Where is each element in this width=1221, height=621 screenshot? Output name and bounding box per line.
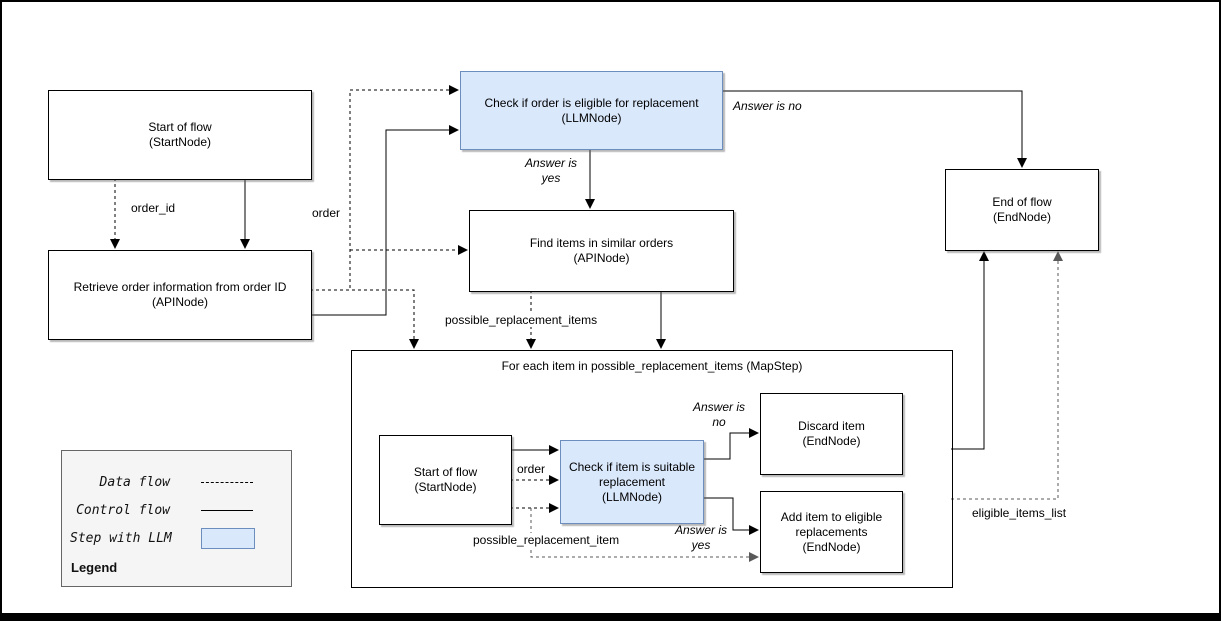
node-add-item-eligible: Add item to eligible replacements (EndNo… (760, 491, 903, 573)
edge-label-order-id: order_id (129, 201, 178, 215)
edge-label-eligible-items-list: eligible_items_list (970, 506, 1069, 520)
edge-label-answer-is-yes-outer: Answer is yes (524, 156, 577, 185)
node-inner-start-of-flow: Start of flow (StartNode) (379, 435, 512, 525)
data-flow-edges (110, 85, 559, 513)
legend-label-data-flow: Data flow (99, 475, 170, 490)
legend-sample-dashed-line (201, 482, 253, 483)
node-find-items-similar-orders: Find items in similar orders (APINode) (469, 210, 734, 292)
edge-label-possible-replacement-items: possible_replacement_items (443, 313, 600, 327)
node-check-order-eligible-llm: Check if order is eligible for replaceme… (460, 71, 723, 150)
node-discard-item: Discard item (EndNode) (760, 393, 903, 475)
node-label: Check if order is eligible for replaceme… (484, 95, 699, 125)
legend-sample-solid-line (201, 510, 253, 511)
edge-label-possible-replacement-item: possible_replacement_item (471, 533, 622, 547)
node-label: Retrieve order information from order ID… (73, 280, 287, 309)
data-flow-edges-gray (530, 251, 1063, 562)
node-retrieve-order-info: Retrieve order information from order ID… (48, 250, 312, 340)
edge-mapstep-to-endflow-control (951, 251, 989, 450)
legend-sample-llm-box (201, 528, 255, 549)
legend-label-control-flow: Control flow (76, 503, 170, 518)
node-label: End of flow (EndNode) (992, 195, 1052, 224)
control-flow-edges (240, 90, 1027, 535)
edge-inner-item-to-additem-data (530, 508, 759, 562)
edge-order-to-mapstep-data (310, 289, 419, 349)
edge-checkitem-to-additem-answer-yes (702, 497, 759, 535)
legend-title: Legend (71, 560, 118, 575)
edge-label-answer-is-no-inner: Answer is no (692, 400, 745, 429)
node-check-item-suitable-llm: Check if item is suitable replacement (L… (560, 440, 704, 524)
edge-eligible-items-list-data (951, 251, 1063, 500)
edge-label-inner-order: order (515, 462, 548, 476)
edge-retrieve-to-checkorder-control (310, 125, 459, 316)
node-label: Start of flow (StartNode) (413, 465, 478, 494)
edge-checkitem-to-discard-answer-no (702, 428, 759, 460)
mapstep-title: For each item in possible_replacement_it… (501, 359, 803, 373)
edge-checkorder-to-endflow-answer-no (721, 90, 1027, 168)
node-label: Check if item is suitable replacement (L… (568, 459, 696, 504)
edge-label-answer-is-yes-inner: Answer is yes (674, 523, 727, 552)
node-label: Start of flow (StartNode) (148, 120, 212, 149)
edge-label-order: order (310, 206, 343, 220)
node-label: Find items in similar orders (APINode) (529, 236, 674, 265)
node-label: Add item to eligible replacements (EndNo… (780, 509, 883, 554)
edge-order-to-checkorder-data (310, 85, 459, 291)
node-end-of-flow: End of flow (EndNode) (945, 169, 1099, 251)
node-start-of-flow: Start of flow (StartNode) (48, 90, 312, 180)
edge-label-answer-is-no-outer: Answer is no (733, 99, 802, 113)
node-mapstep-container: For each item in possible_replacement_it… (351, 350, 953, 588)
legend-box: Data flow Control flow Step with LLM Leg… (61, 450, 292, 587)
node-label: Discard item (EndNode) (798, 419, 865, 448)
legend-label-step-with-llm: Step with LLM (70, 531, 172, 546)
